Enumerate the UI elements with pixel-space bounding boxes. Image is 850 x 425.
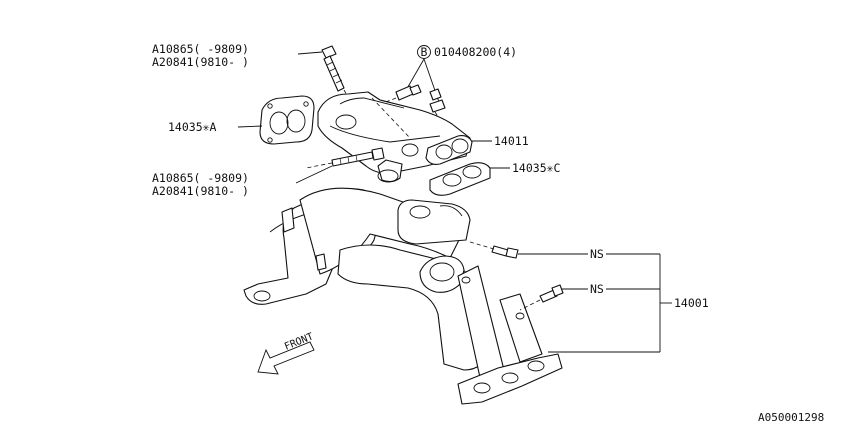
label-bolt-mid-2: A20841(9810- ) [152, 184, 249, 198]
label-ns-1: NS [590, 247, 604, 261]
bolt-b-right [429, 88, 449, 133]
label-bolt-b: 010408200(4) [434, 45, 517, 59]
gasket-c [429, 162, 491, 196]
bolt-mid [305, 147, 385, 169]
label-bolt-top-1: A10865( -9809) [152, 42, 249, 56]
ns-bolt-1 [469, 241, 519, 259]
label-front: FRONT [283, 331, 315, 352]
label-ns-2: NS [590, 282, 604, 296]
figure-id: A050001298 [758, 411, 824, 424]
gasket-a [259, 95, 315, 145]
label-bolt-mid-1: A10865( -9809) [152, 171, 249, 185]
leader-bolt-mid [295, 165, 333, 184]
label-bolt-top-2: A20841(9810- ) [152, 55, 249, 69]
ns-bolt-2 [519, 284, 564, 311]
leader-bolt-top [297, 51, 323, 55]
label-manifold-main: 14001 [674, 296, 709, 310]
manifold-upper [317, 91, 473, 183]
front-arrow: FRONT [257, 331, 315, 375]
manifold-main [243, 187, 563, 405]
label-manifold-upper: 14011 [494, 134, 529, 148]
label-gasket-c: 14035✳C [512, 161, 561, 175]
label-gasket-a: 14035✳A [168, 120, 217, 134]
bolt-b-left [359, 84, 422, 113]
leader-gasket-a [237, 125, 263, 128]
b-circle-letter: B [421, 45, 428, 59]
b-circle: B [417, 45, 431, 59]
